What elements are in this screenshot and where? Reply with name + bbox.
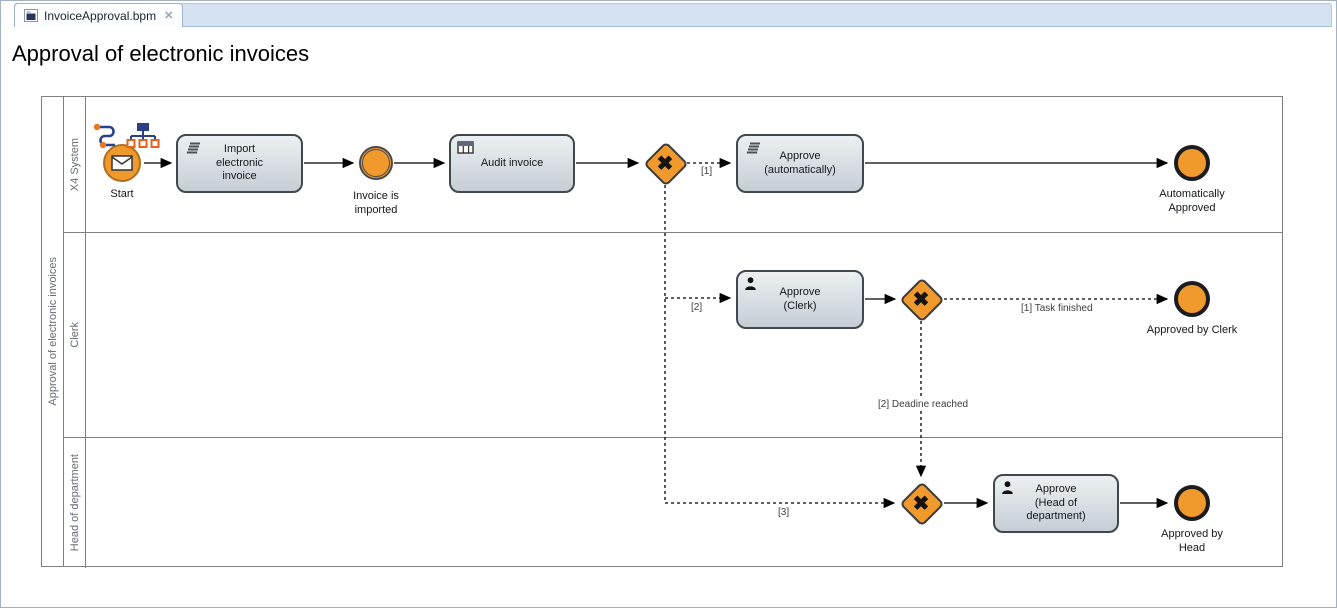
process-path-icon[interactable] <box>89 121 123 151</box>
edge-label-2: [2] <box>689 302 704 313</box>
table-icon <box>457 141 474 154</box>
edge-label-task-finished: [1] Task finished <box>1019 303 1095 314</box>
tab-close-icon[interactable]: ✕ <box>162 9 173 22</box>
edge-label-3: [3] <box>776 507 791 518</box>
tab-invoice-approval[interactable]: InvoiceApproval.bpm ✕ <box>14 3 183 27</box>
bpm-file-icon <box>24 9 38 22</box>
task-label: Approve (Head of department) <box>1026 483 1085 523</box>
end-event-auto-approved[interactable] <box>1174 145 1210 181</box>
gateway-3-exclusive[interactable]: ✖ <box>899 481 943 525</box>
gateway-x-icon: ✖ <box>899 277 943 321</box>
task-label: Import electronic invoice <box>216 143 263 183</box>
papers-icon <box>744 141 761 155</box>
end-event-label: Approved by Clerk <box>1122 323 1262 337</box>
task-approve-clerk[interactable]: Approve (Clerk) <box>736 270 864 329</box>
task-label: Audit invoice <box>481 157 543 170</box>
start-event-label: Start <box>52 187 192 201</box>
message-icon <box>111 155 133 171</box>
gateway-x-icon: ✖ <box>643 141 687 185</box>
end-event-label: Approved by Head <box>1122 527 1262 556</box>
papers-icon <box>184 141 201 155</box>
end-event-approved-by-head[interactable] <box>1174 485 1210 521</box>
intermediate-event-invoice-imported[interactable] <box>359 146 393 180</box>
edge-label-1: [1] <box>699 166 714 177</box>
task-approve-automatically[interactable]: Approve (automatically) <box>736 134 864 193</box>
gateway-x-icon: ✖ <box>899 481 943 525</box>
org-chart-icon[interactable] <box>125 121 161 155</box>
task-label: Approve (automatically) <box>764 150 836 177</box>
person-icon <box>1001 481 1014 494</box>
task-approve-head-of-department[interactable]: Approve (Head of department) <box>993 474 1119 533</box>
edge-label-deadline-reached: [2] Deadine reached <box>876 399 970 410</box>
end-event-approved-by-clerk[interactable] <box>1174 281 1210 317</box>
task-audit-invoice[interactable]: Audit invoice <box>449 134 575 193</box>
intermediate-event-label: Invoice is imported <box>306 189 446 218</box>
person-icon <box>744 277 757 290</box>
task-label: Approve (Clerk) <box>780 286 821 313</box>
gateway-1-exclusive[interactable]: ✖ <box>643 141 687 185</box>
task-import-electronic-invoice[interactable]: Import electronic invoice <box>176 134 303 193</box>
tab-title: InvoiceApproval.bpm <box>44 9 156 23</box>
gateway-2-exclusive[interactable]: ✖ <box>899 277 943 321</box>
end-event-label: Automatically Approved <box>1122 187 1262 216</box>
